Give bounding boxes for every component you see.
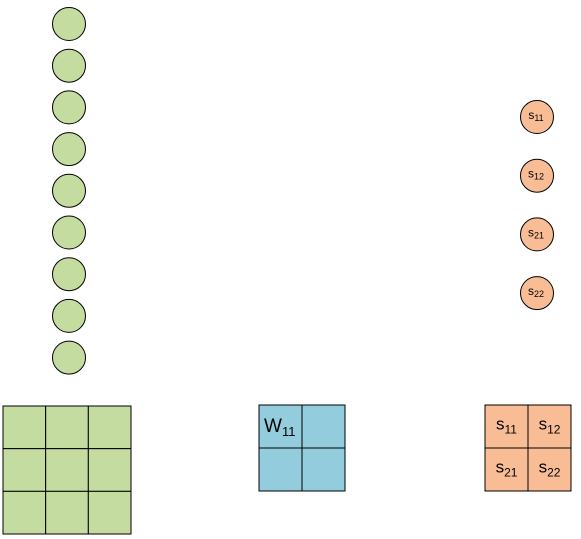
input-grid-cell <box>87 448 132 492</box>
output-grid-label-base: s <box>496 458 505 477</box>
input-grid-cell <box>2 405 47 450</box>
input-grid-cell <box>45 405 89 450</box>
input-neuron <box>52 340 86 375</box>
weight-grid-cell <box>301 404 346 449</box>
input-grid <box>2 405 132 535</box>
output-grid-label-base: s <box>496 415 505 434</box>
output-neuron-label-base: s <box>528 284 534 298</box>
output-neuron-label-base: s <box>528 226 534 240</box>
input-grid-cell <box>87 405 132 450</box>
input-neuron <box>52 257 86 292</box>
output-neuron-label: s11 <box>528 108 543 123</box>
output-grid-label-base: s <box>539 458 548 477</box>
output-neuron-label-base: s <box>528 167 534 181</box>
output-grid-cell <box>484 447 529 492</box>
output-neuron-label-subscript: 22 <box>534 289 544 299</box>
output-neuron-label: s12 <box>528 167 544 182</box>
output-neuron <box>520 276 554 311</box>
output-grid-label-subscript: 11 <box>505 423 518 437</box>
output-grid-label: s22 <box>539 458 561 480</box>
output-grid-cell <box>527 404 572 449</box>
output-grid-label: s21 <box>496 458 518 480</box>
input-grid-cell <box>45 490 89 535</box>
input-grid-cell <box>87 490 132 535</box>
weight-grid: W11 <box>258 404 346 492</box>
input-grid-cell <box>2 490 47 535</box>
weight-label-subscript: 11 <box>282 424 296 439</box>
output-neuron-label-subscript: 12 <box>534 172 544 182</box>
output-neuron <box>520 217 554 252</box>
output-neuron <box>520 158 554 193</box>
input-neuron-column <box>52 7 86 375</box>
output-grid-label: s12 <box>539 415 561 437</box>
input-grid-cell <box>2 448 47 492</box>
input-neuron <box>52 90 86 125</box>
input-neuron <box>52 48 86 83</box>
input-neuron <box>52 7 86 41</box>
input-neuron <box>52 132 86 167</box>
output-neuron-label-subscript: 21 <box>534 231 544 241</box>
output-neuron <box>520 100 554 134</box>
input-grid-cell <box>45 448 89 492</box>
input-neuron <box>52 173 86 208</box>
output-grid-label-subscript: 22 <box>547 466 561 480</box>
weight-grid-cell <box>301 447 346 492</box>
output-neuron-label: s21 <box>528 226 544 241</box>
input-neuron <box>52 215 86 250</box>
output-grid-label-subscript: 21 <box>504 466 518 480</box>
output-neuron-label-subscript: 11 <box>534 113 543 123</box>
output-grid-label-base: s <box>539 415 548 434</box>
weight-grid-cell <box>258 447 303 492</box>
weight-label: W11 <box>264 416 295 439</box>
output-grid-cell <box>527 447 572 492</box>
input-neuron <box>52 298 86 333</box>
weight-label-base: W <box>264 416 282 437</box>
output-neuron-label: s22 <box>528 284 544 299</box>
output-grid-label-subscript: 12 <box>547 423 561 437</box>
output-grid-cell <box>484 404 529 449</box>
output-neuron-label-base: s <box>528 108 534 122</box>
output-grid-label: s11 <box>496 415 517 437</box>
